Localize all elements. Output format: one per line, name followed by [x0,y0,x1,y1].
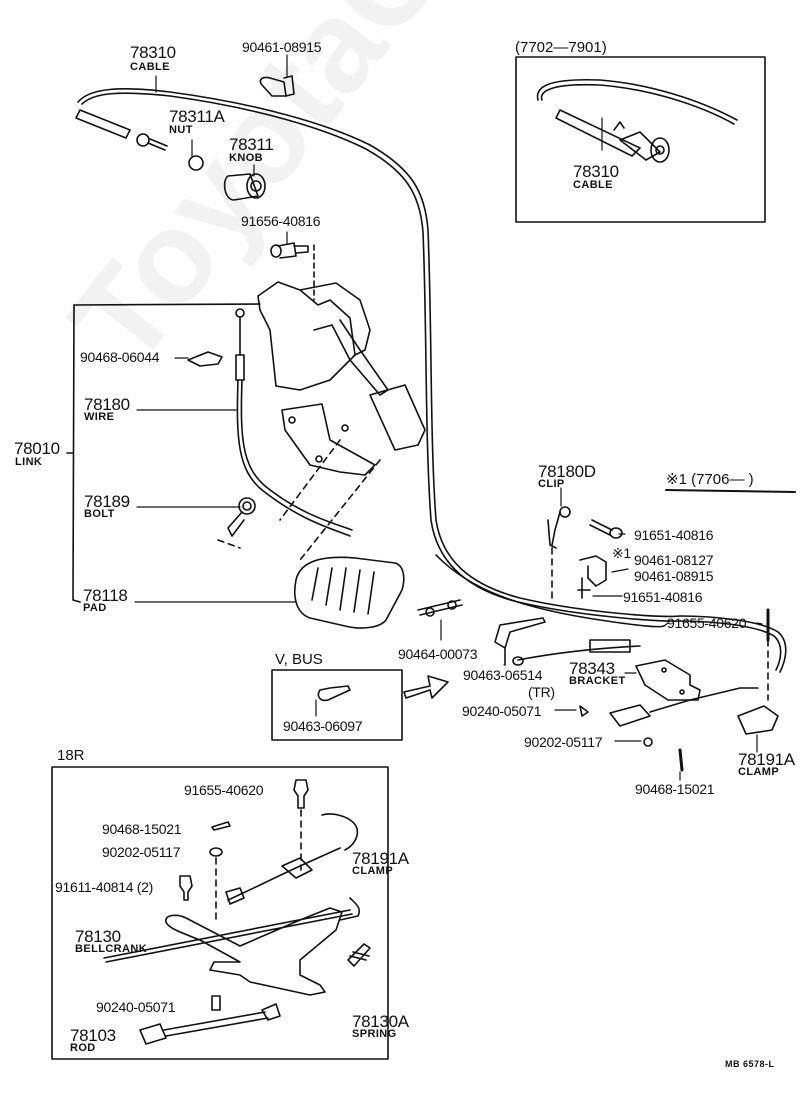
nut-drawing [188,155,204,171]
part-number-78180d[interactable]: 78180D [538,462,596,481]
part-number-91651-40816-a[interactable]: 91651-40816 [634,527,714,543]
part-number-78343[interactable]: 78343 [569,659,615,678]
inset-18r-name-rod: ROD [70,1042,96,1054]
right-hardware-drawing [577,519,770,701]
part-name-wire: WIRE [84,411,115,423]
note-underline [665,489,796,493]
note-text: ※1 (7706— ) [666,471,754,488]
part-number-90463-06514[interactable]: 90463-06514 [463,667,543,683]
leader-lines [134,54,763,781]
knob-drawing [223,173,266,201]
part-name-cable: CABLE [130,61,170,73]
part-number-90202-05117[interactable]: 90202-05117 [524,734,603,750]
part-number-90240-05071[interactable]: 90240-05071 [462,703,542,719]
part-name-clamp: CLAMP [738,766,780,778]
bracket-drawing [635,659,701,701]
part-number-78311a[interactable]: 78311A [169,107,225,126]
inset-18r-part-90468-15021[interactable]: 90468-15021 [102,821,182,837]
part-number-78189[interactable]: 78189 [84,492,130,511]
part-number-90468-06044[interactable]: 90468-06044 [80,349,160,365]
inset-18r-part-78130a[interactable]: 78130A [352,1012,409,1031]
inset-cable-part-name: CABLE [573,179,613,191]
inset-cable-title: (7702—7901) [515,39,607,56]
part-name-nut: NUT [169,124,193,136]
inset-18r-part-78191a[interactable]: 78191A [352,849,409,868]
cable-end-drawing [75,109,168,151]
part-number-90461-08915-right[interactable]: 90461-08915 [634,568,714,584]
part-number-91655-40620[interactable]: 91655-40620 [667,615,747,631]
link-bracket-lines [66,303,261,603]
part-note-tr: (TR) [528,684,555,700]
part-number-90461-08127[interactable]: 90461-08127 [634,552,714,568]
inset-18r-box [51,766,389,1060]
inset-vbus-box [271,669,449,741]
inset-18r-part-91655-40620[interactable]: 91655-40620 [184,782,264,798]
inset-vbus-part-number[interactable]: 90463-06097 [283,718,363,734]
lower-clamp-drawing [579,687,779,772]
wire-drawing [235,308,353,537]
inset-18r-name-bellcrank: BELLCRANK [75,943,148,955]
clip-top-drawing [259,75,295,97]
part-name-bolt: BOLT [84,508,115,520]
part-number-91656-40816[interactable]: 91656-40816 [241,213,321,229]
part-number-78010[interactable]: 78010 [14,439,60,458]
inset-18r-part-90240-05071[interactable]: 90240-05071 [96,999,176,1015]
part-name-knob: KNOB [229,152,263,164]
clip-d-drawing [547,506,571,601]
inset-18r-title: 18R [57,747,85,764]
part-name-bracket: BRACKET [569,675,626,687]
inset-18r-name-spring: SPRING [352,1028,397,1040]
inset-cable-part-number[interactable]: 78310 [573,162,619,181]
drawing-code: MB 6578-L [725,1059,775,1069]
inset-18r-part-90202-05117[interactable]: 90202-05117 [102,844,181,860]
part-name-link: LINK [15,456,43,468]
clip-wire-drawing [187,351,223,367]
part-number-78191a[interactable]: 78191A [738,750,795,769]
note-marker-1: ※1 [612,545,631,561]
main-cable-drawing [77,88,787,673]
part-name-pad: PAD [83,602,107,614]
bolt-drawing [217,497,256,549]
inset-18r-name-clamp: CLAMP [352,865,394,877]
part-number-91651-40816-b[interactable]: 91651-40816 [623,589,703,605]
inset-vbus-title: V, BUS [275,651,323,668]
clip-tr-drawing [494,617,546,666]
clip-center-drawing [417,599,463,617]
screw-top-drawing [270,242,315,301]
part-number-78310[interactable]: 78310 [130,43,176,62]
part-number-78311[interactable]: 78311 [229,135,274,154]
inset-18r-part-91611-40814[interactable]: 91611-40814 (2) [55,879,153,895]
part-number-90464-00073[interactable]: 90464-00073 [398,646,478,662]
pad-drawing [294,556,405,629]
part-number-78118[interactable]: 78118 [83,586,128,605]
inset-18r-part-78130[interactable]: 78130 [75,927,121,946]
pedal-bracket-drawing [257,281,426,561]
lower-cable-drawing [512,639,641,666]
part-number-90468-15021[interactable]: 90468-15021 [635,781,715,797]
part-name-clip: CLIP [538,478,565,490]
inset-cable-box [515,56,766,223]
part-number-78180[interactable]: 78180 [84,395,130,414]
part-number-90461-08915-top[interactable]: 90461-08915 [242,39,322,55]
inset-18r-part-78103[interactable]: 78103 [70,1026,116,1045]
